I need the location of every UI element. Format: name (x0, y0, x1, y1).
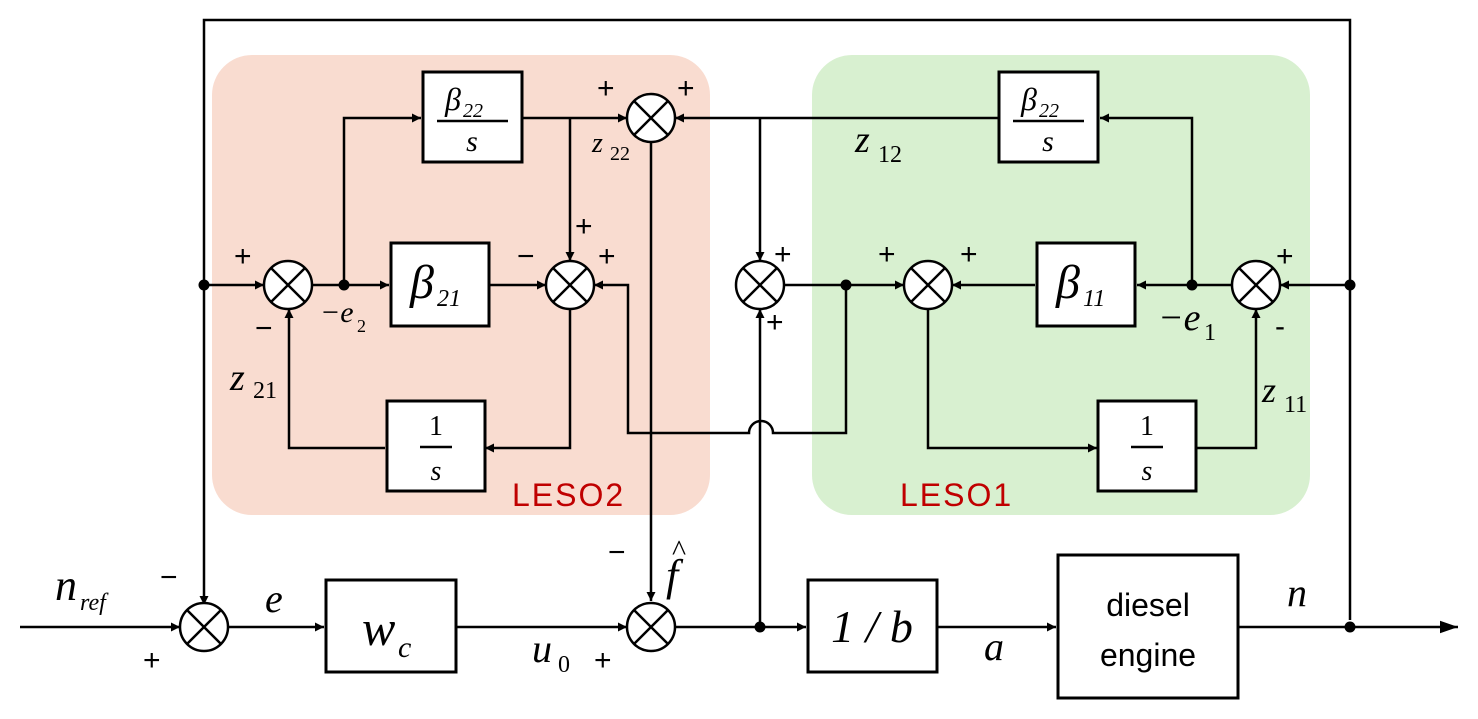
sign-plus: + (878, 238, 896, 271)
e-label: e (265, 576, 283, 621)
neg-e1-subscript: 1 (1204, 320, 1216, 346)
junction-dot (754, 621, 766, 633)
leso1-label: LESO1 (900, 477, 1013, 513)
leso2-beta21-label: β (409, 256, 434, 309)
leso1-beta22-num: β (1020, 81, 1037, 117)
z21-subscript: 21 (253, 378, 277, 404)
sign-plus: + (960, 238, 978, 271)
leso2-beta21-block (389, 241, 491, 328)
z22-subscript: 22 (610, 143, 630, 165)
wc-label: w (362, 600, 395, 656)
wc-block (324, 578, 458, 674)
junction-dot (198, 279, 210, 291)
leso2-beta22-num: β (444, 81, 461, 117)
sign-plus: + (766, 306, 784, 339)
leso2-beta22-block (421, 70, 524, 164)
a-label: a (984, 624, 1004, 669)
engine-label-line1: diesel (1106, 587, 1190, 623)
leso2-integrator-den: s (431, 456, 442, 487)
summing-junction (262, 259, 314, 311)
sign-plus: + (1276, 240, 1294, 273)
leso2-z21-wire (284, 309, 385, 450)
u0-label: u (532, 626, 552, 671)
leso1-beta11-block (1035, 241, 1137, 328)
u0-subscript: 0 (558, 652, 570, 678)
z12-subscript: 12 (878, 142, 902, 168)
nref-label: n (55, 561, 77, 610)
z22-label: z (591, 128, 603, 159)
leso2-integrator-num: 1 (429, 411, 443, 442)
n-output-label: n (1287, 570, 1307, 615)
leso1-beta22-num-sub: 22 (1039, 100, 1059, 122)
diesel-engine-block (1056, 553, 1240, 700)
summing-junction (544, 259, 596, 311)
leso2-label: LESO2 (512, 477, 625, 513)
sign-plus: + (143, 644, 161, 677)
summing-junction (625, 92, 677, 144)
nref-subscript: ref (80, 590, 109, 616)
sign-plus: + (594, 644, 612, 677)
neg-e2-label: −e (320, 296, 354, 329)
sign-plus: + (677, 72, 695, 105)
inv-b-block (806, 578, 939, 674)
leso1-z11-wire (1196, 309, 1261, 450)
junction-dot (840, 279, 852, 291)
sign-minus: − (160, 561, 178, 594)
wc-subscript: c (398, 631, 411, 664)
junction-dot (1344, 279, 1356, 291)
leso2-beta22-den: s (466, 125, 478, 158)
junction-dot (338, 279, 350, 291)
z21-label: z (229, 357, 245, 399)
leso2-beta22-num-sub: 22 (463, 100, 483, 122)
summing-junction (178, 601, 230, 653)
sign-minus: - (1275, 310, 1285, 343)
neg-e1-label: −e (1158, 297, 1201, 339)
junction-dot (1344, 621, 1356, 633)
z12-label: z (854, 119, 870, 161)
outer-feedback-wire (199, 18, 1352, 620)
summing-junction (625, 601, 677, 653)
summing-junction (1230, 259, 1282, 311)
sign-minus: − (608, 536, 626, 569)
summing-junction (902, 259, 954, 311)
inv-b-label: 1 / b (831, 601, 913, 652)
leso1-e1-up-wire (1100, 113, 1194, 285)
sign-plus: + (234, 240, 252, 273)
sign-minus: − (255, 312, 273, 345)
junction-dot (1186, 279, 1198, 291)
leso1-beta22-den: s (1042, 125, 1054, 158)
leso2-e2-up-wire (342, 113, 421, 285)
leso1-beta22-block (997, 70, 1100, 164)
leso1-integrator-den: s (1142, 456, 1153, 487)
leso2-int-in-wire (485, 309, 572, 453)
fhat-hat: ^ (672, 534, 686, 567)
sign-plus: + (597, 72, 615, 105)
summing-junction (734, 259, 786, 311)
leso1-integrator-num: 1 (1140, 411, 1154, 442)
neg-e2-subscript: 2 (357, 316, 366, 336)
sign-plus: + (598, 240, 616, 273)
leso2-beta21-sub: 21 (437, 286, 461, 312)
leso1-beta11-label: β (1055, 256, 1080, 309)
sign-plus: + (575, 210, 593, 243)
sign-minus: − (517, 240, 535, 273)
leso1-int-in-wire (926, 309, 1097, 453)
engine-label-line2: engine (1100, 637, 1196, 673)
z11-subscript: 11 (1284, 392, 1307, 418)
sign-plus: + (774, 238, 792, 271)
z11-label: z (1261, 370, 1276, 410)
leso1-beta11-sub: 11 (1083, 286, 1105, 312)
